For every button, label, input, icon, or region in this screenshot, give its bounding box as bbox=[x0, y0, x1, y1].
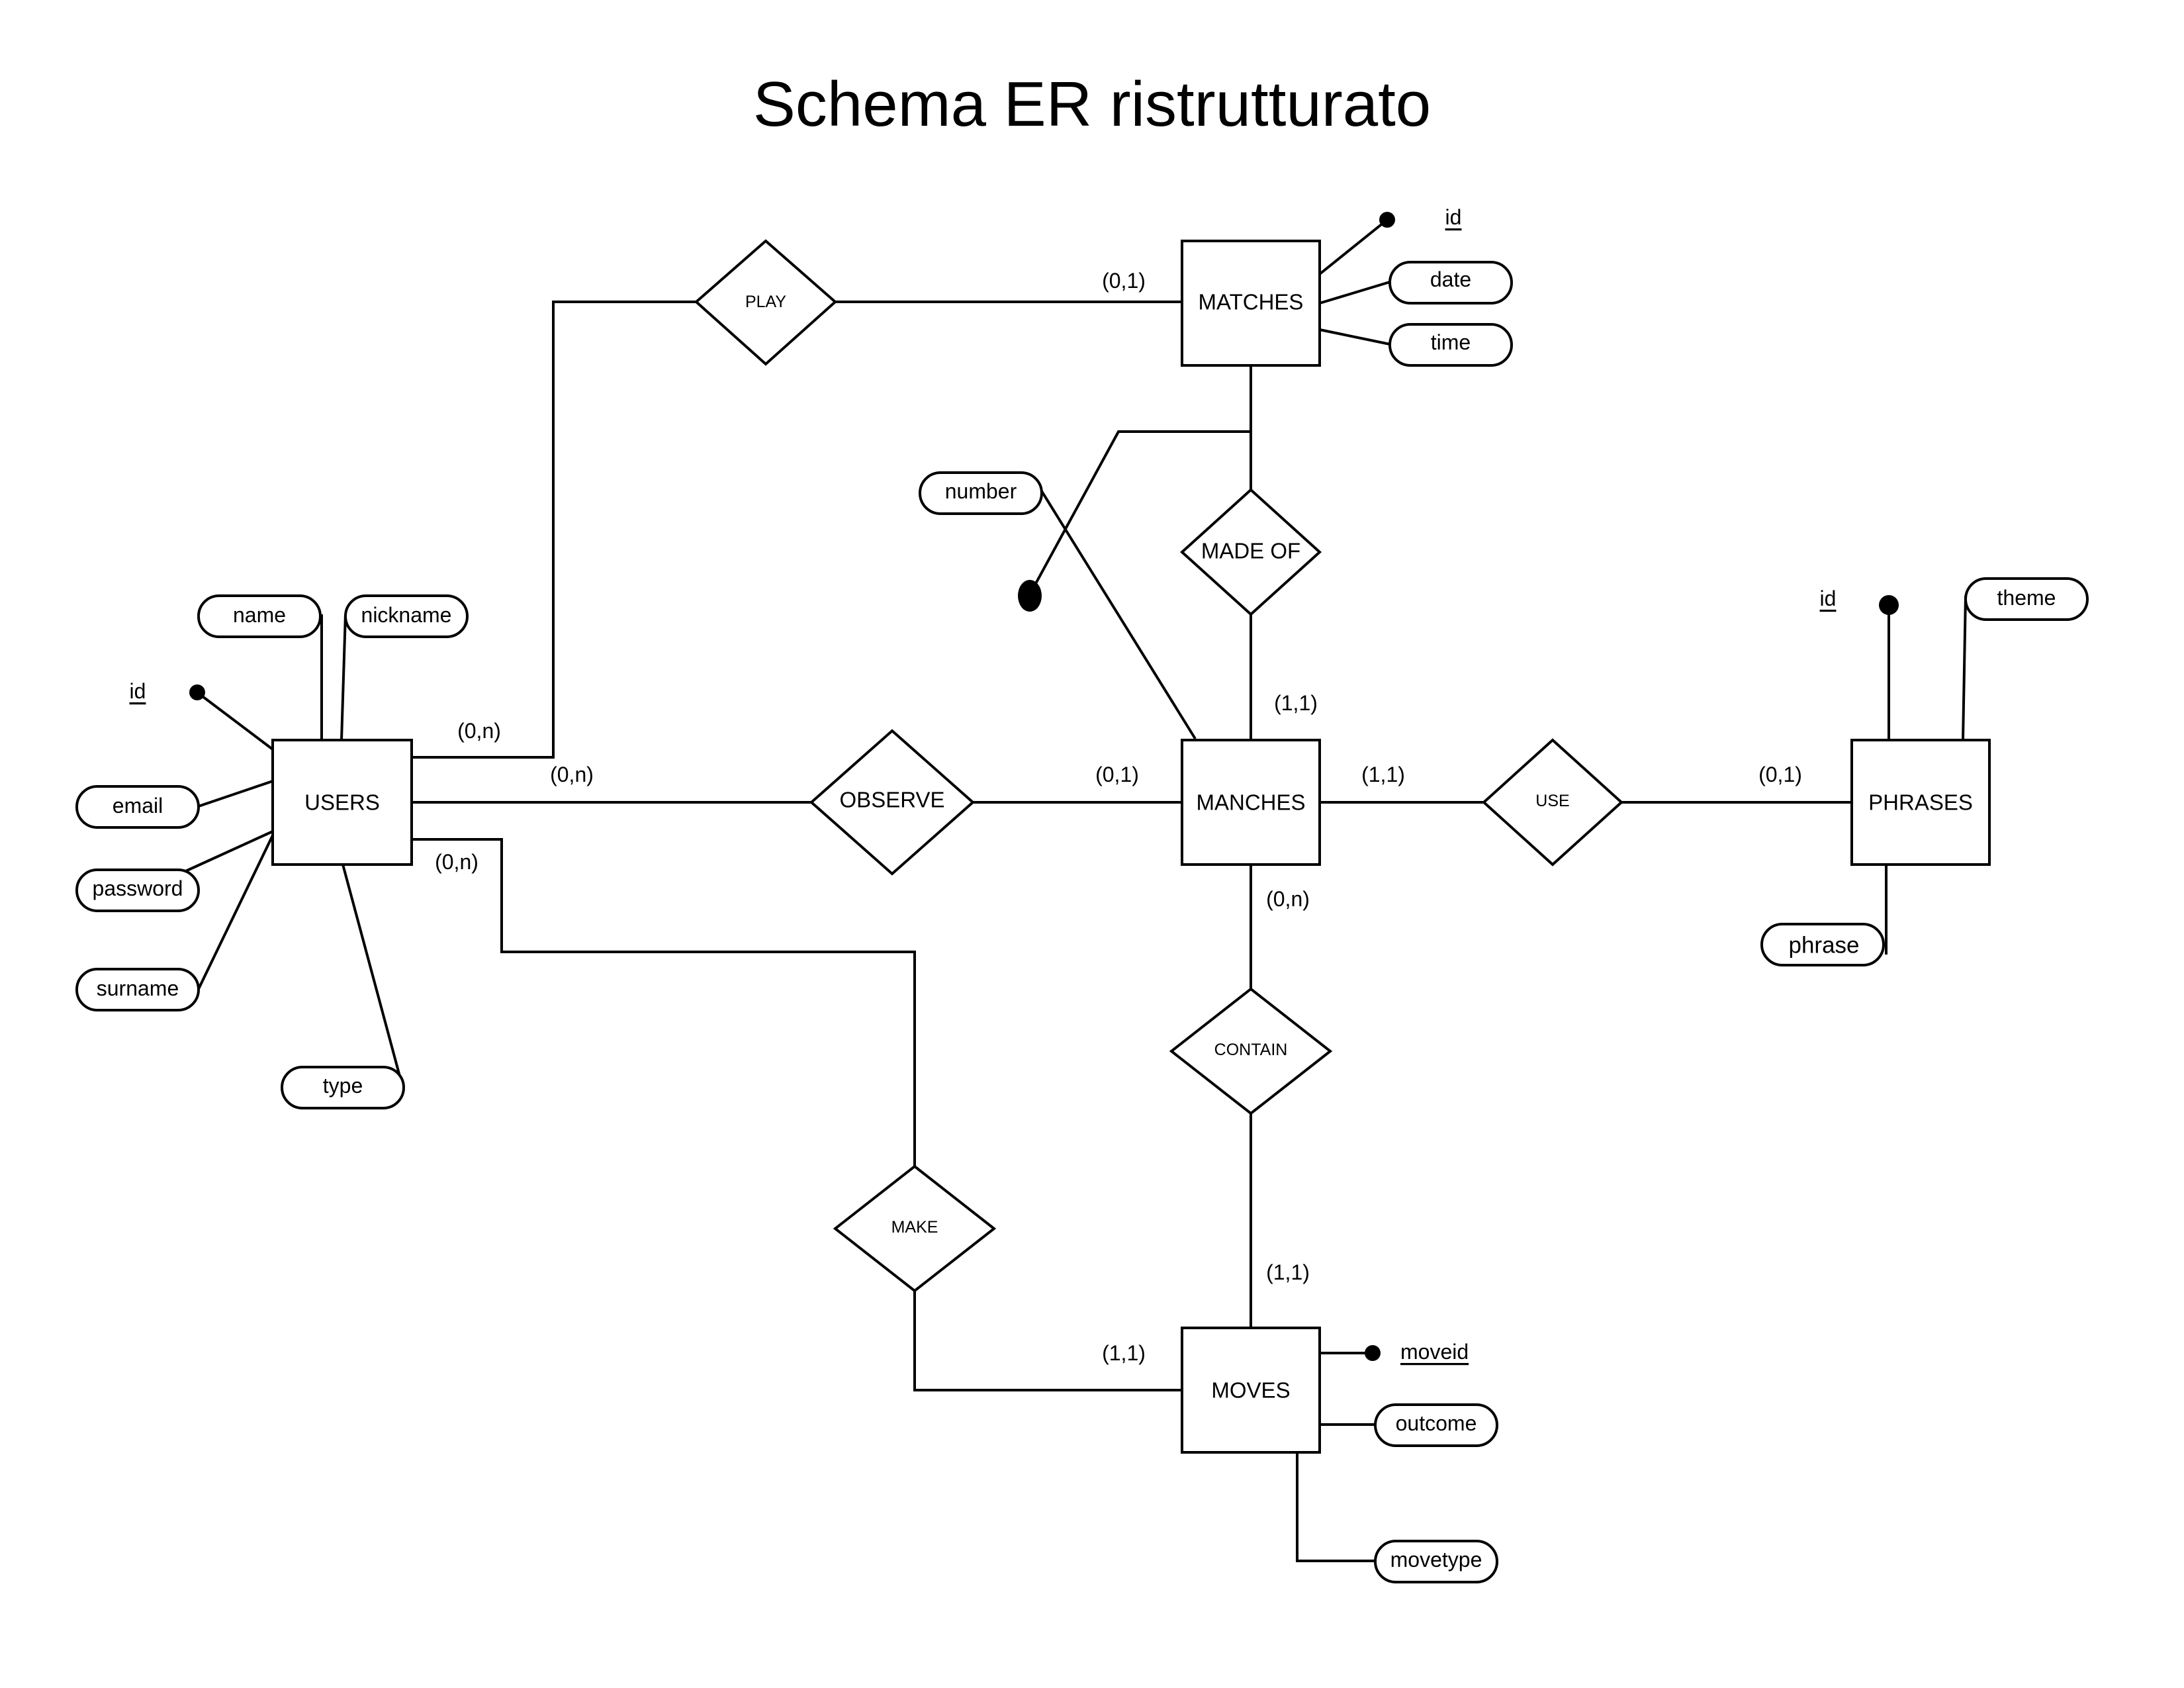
attr-moves-moveid: moveid bbox=[1400, 1340, 1469, 1364]
attr-phrases-theme-label: theme bbox=[1997, 586, 2056, 610]
attr-phrases-phrase-label: phrase bbox=[1788, 933, 1859, 959]
card-users-observe: (0,n) bbox=[550, 763, 594, 786]
attr-users-email: email bbox=[75, 785, 200, 829]
card-manches-use: (1,1) bbox=[1361, 763, 1405, 786]
users-id-key-dot bbox=[189, 684, 205, 700]
card-matches-play: (0,1) bbox=[1102, 269, 1146, 293]
line-users-email bbox=[198, 780, 273, 808]
attr-moves-outcome: outcome bbox=[1374, 1403, 1498, 1447]
entity-manches-label: MANCHES bbox=[1196, 790, 1305, 815]
manches-identifier-dot bbox=[1018, 580, 1042, 612]
attr-moves-movetype-label: movetype bbox=[1390, 1548, 1482, 1571]
relationship-make: MAKE bbox=[833, 1164, 997, 1293]
relationship-play-label: PLAY bbox=[745, 293, 786, 311]
line-users-play bbox=[413, 301, 696, 759]
entity-moves: MOVES bbox=[1181, 1327, 1321, 1454]
card-moves-make: (1,1) bbox=[1102, 1341, 1146, 1365]
relationship-contain-label: CONTAIN bbox=[1214, 1041, 1288, 1059]
relationship-observe: OBSERVE bbox=[809, 729, 976, 876]
entity-moves-label: MOVES bbox=[1211, 1378, 1290, 1403]
card-manches-observe: (0,1) bbox=[1095, 763, 1139, 786]
attr-matches-time: time bbox=[1388, 323, 1513, 367]
line-matches-id bbox=[1318, 218, 1388, 275]
attr-users-type-label: type bbox=[323, 1074, 363, 1098]
line-moves-movetype bbox=[1296, 1454, 1375, 1562]
entity-phrases-label: PHRASES bbox=[1868, 790, 1973, 815]
entity-matches: MATCHES bbox=[1181, 240, 1321, 367]
moves-moveid-key-dot bbox=[1365, 1345, 1381, 1361]
connectors bbox=[182, 218, 1967, 1562]
line-users-nickname bbox=[340, 614, 347, 741]
line-manches-identifier bbox=[1028, 430, 1251, 595]
line-users-make bbox=[413, 838, 916, 1166]
attr-users-name: name bbox=[197, 594, 322, 638]
relationship-make-label: MAKE bbox=[891, 1218, 938, 1237]
attr-moves-movetype: movetype bbox=[1374, 1540, 1498, 1583]
matches-id-key-dot bbox=[1379, 212, 1395, 228]
attr-users-type: type bbox=[281, 1066, 405, 1109]
entity-users-label: USERS bbox=[304, 790, 380, 815]
card-moves-contain: (1,1) bbox=[1266, 1260, 1310, 1284]
attr-matches-id: id bbox=[1445, 205, 1462, 229]
line-users-type bbox=[341, 864, 405, 1092]
attr-users-password: password bbox=[75, 868, 200, 912]
line-matches-date bbox=[1319, 281, 1390, 305]
attr-manches-number-label: number bbox=[945, 479, 1017, 503]
attr-matches-date: date bbox=[1388, 261, 1513, 305]
attr-matches-time-label: time bbox=[1431, 330, 1471, 354]
attr-phrases-theme: theme bbox=[1964, 577, 2089, 621]
attr-moves-outcome-label: outcome bbox=[1396, 1411, 1477, 1435]
entity-users: USERS bbox=[271, 739, 413, 866]
attr-phrases-id: id bbox=[1820, 586, 1837, 610]
relationship-observe-label: OBSERVE bbox=[840, 788, 945, 812]
entity-phrases: PHRASES bbox=[1850, 739, 1991, 866]
entity-matches-label: MATCHES bbox=[1199, 290, 1304, 314]
attr-users-id: id bbox=[130, 679, 146, 703]
relationship-made-of-label: MADE OF bbox=[1201, 539, 1300, 563]
attr-users-nickname-label: nickname bbox=[361, 603, 452, 627]
card-users-make: (0,n) bbox=[435, 850, 478, 874]
attr-users-surname: surname bbox=[75, 968, 200, 1011]
attr-users-nickname: nickname bbox=[344, 594, 469, 638]
card-manches-made-of: (1,1) bbox=[1274, 691, 1318, 715]
relationship-play: PLAY bbox=[694, 239, 838, 366]
card-manches-contain: (0,n) bbox=[1266, 887, 1310, 911]
attr-users-password-label: password bbox=[93, 876, 183, 900]
card-users-play: (0,n) bbox=[457, 719, 501, 743]
attr-users-surname-label: surname bbox=[97, 976, 179, 1000]
line-users-surname bbox=[197, 835, 274, 990]
attr-manches-number: number bbox=[919, 471, 1043, 515]
phrases-id-key-dot bbox=[1879, 595, 1899, 615]
line-users-password bbox=[182, 830, 273, 874]
relationship-contain: CONTAIN bbox=[1169, 987, 1333, 1115]
entity-manches: MANCHES bbox=[1181, 739, 1321, 866]
relationship-made-of: MADE OF bbox=[1180, 488, 1322, 616]
attr-matches-date-label: date bbox=[1430, 267, 1471, 291]
line-users-id bbox=[196, 691, 274, 751]
line-matches-time bbox=[1319, 328, 1390, 346]
attr-users-email-label: email bbox=[113, 794, 163, 818]
relationship-use: USE bbox=[1482, 738, 1623, 867]
attr-users-name-label: name bbox=[233, 603, 286, 627]
diagram-title: Schema ER ristrutturato bbox=[753, 69, 1431, 140]
line-make-moves bbox=[913, 1291, 1182, 1391]
line-phrases-theme bbox=[1962, 595, 1967, 741]
attr-phrases-phrase: phrase bbox=[1760, 923, 1885, 966]
card-phrases-use: (0,1) bbox=[1758, 763, 1802, 786]
line-manches-number bbox=[1040, 490, 1197, 740]
relationship-use-label: USE bbox=[1535, 792, 1569, 810]
